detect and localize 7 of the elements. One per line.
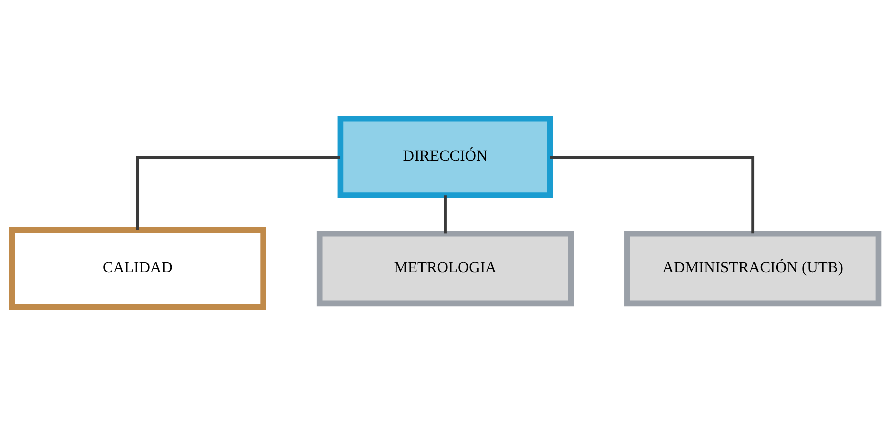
node-box: DIRECCIÓN bbox=[338, 116, 554, 198]
node-box: CALIDAD bbox=[9, 228, 266, 310]
connector bbox=[136, 156, 340, 230]
connector bbox=[444, 196, 447, 234]
node-box: METROLOGIA bbox=[316, 230, 574, 307]
node-box: ADMINISTRACIÓN (UTB) bbox=[624, 230, 882, 307]
connector bbox=[550, 156, 755, 234]
